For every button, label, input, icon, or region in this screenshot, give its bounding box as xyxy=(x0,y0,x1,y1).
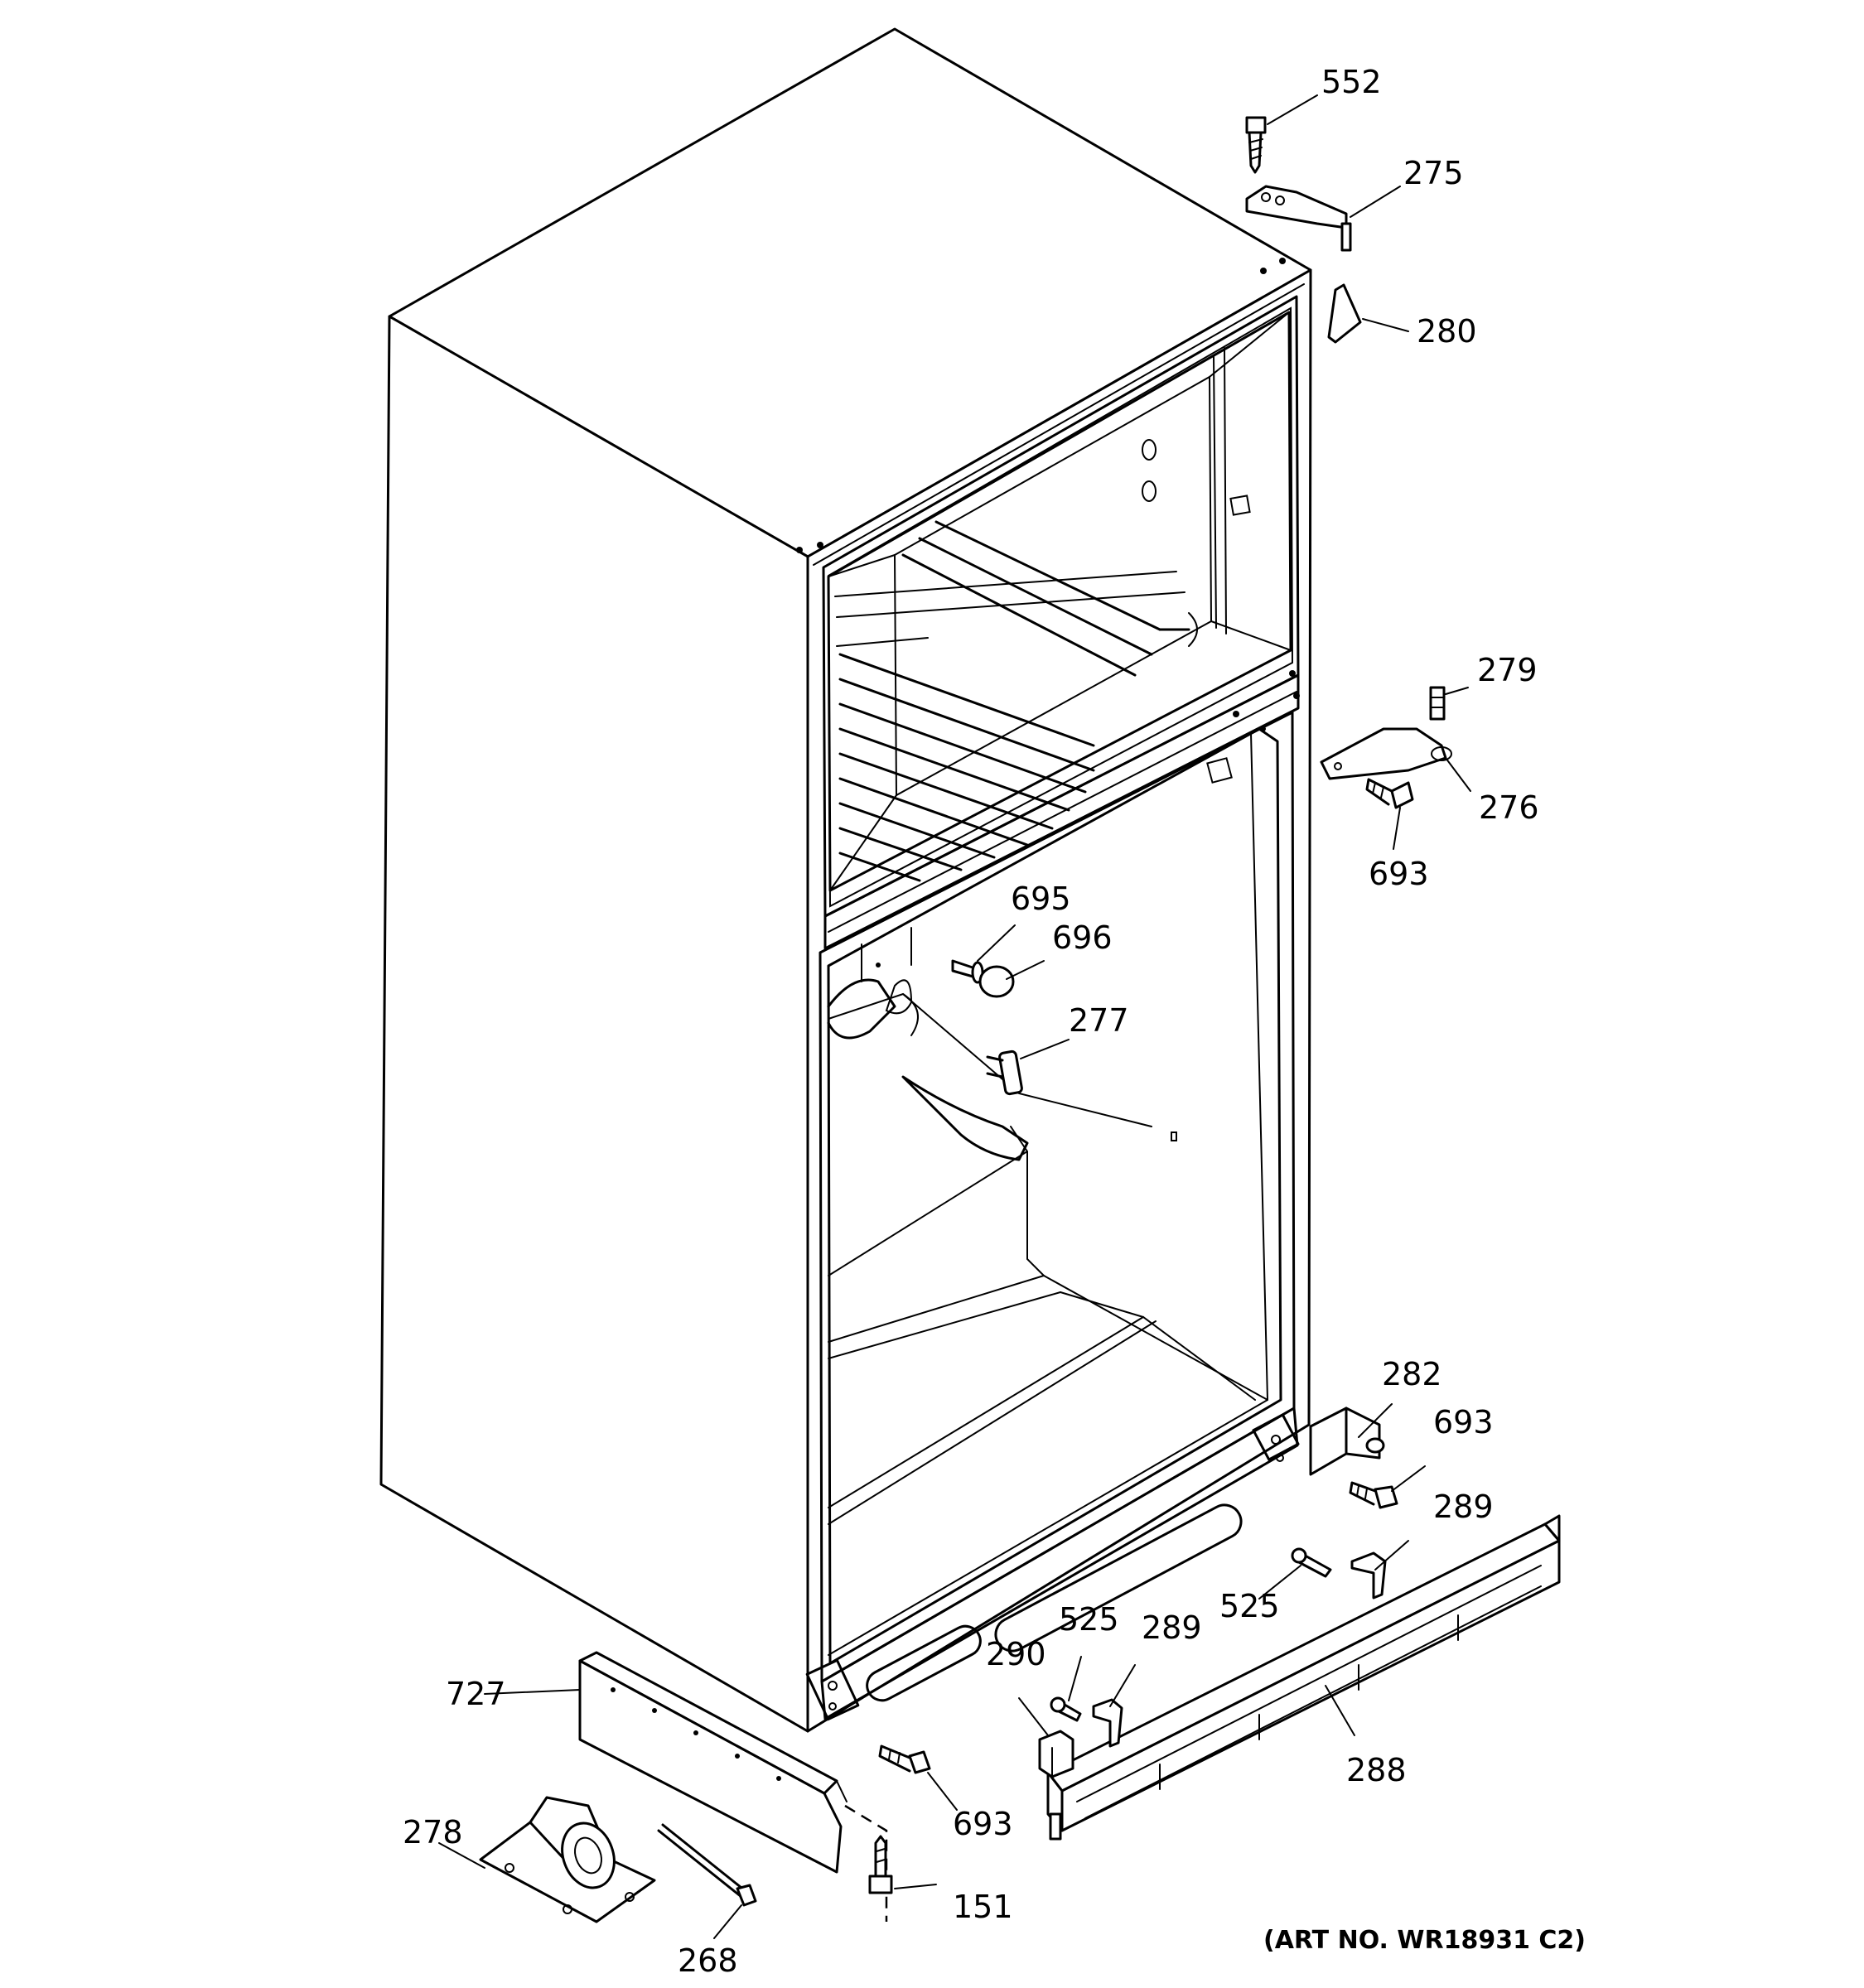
callout-525-left: 525 xyxy=(1059,1601,1119,1638)
part-280-shim xyxy=(1327,283,1362,344)
callout-275: 275 xyxy=(1403,155,1464,191)
callout-151: 151 xyxy=(953,1889,1013,1925)
callout-693-right: 693 xyxy=(1433,1404,1494,1440)
cabinet xyxy=(379,27,1312,1733)
callout-288: 288 xyxy=(1346,1752,1407,1788)
part-289-clip-right xyxy=(1350,1551,1387,1600)
callout-525-right: 525 xyxy=(1219,1588,1280,1624)
callout-727: 727 xyxy=(446,1676,506,1712)
callout-277: 277 xyxy=(1069,1002,1129,1039)
art-number: (ART NO. WR18931 C2) xyxy=(1263,1926,1586,1955)
part-282-bottom-hinge xyxy=(1309,1407,1385,1476)
callout-279: 279 xyxy=(1477,652,1538,688)
part-290-clip xyxy=(1038,1730,1074,1778)
callout-289-right: 289 xyxy=(1433,1489,1494,1525)
callout-280: 280 xyxy=(1417,313,1477,350)
part-275-top-hinge xyxy=(1245,185,1352,252)
freezer-shelf-ribs xyxy=(834,520,1198,882)
part-525-screw-right xyxy=(1291,1547,1332,1578)
part-727-kickplate xyxy=(578,1651,847,1874)
part-288-grille xyxy=(1046,1514,1561,1841)
part-525-screw-left xyxy=(1050,1696,1082,1722)
leader-lines xyxy=(438,94,1471,1939)
part-696-plug xyxy=(978,965,1015,998)
callout-695: 695 xyxy=(1011,881,1071,917)
part-277-bracket xyxy=(986,1049,1023,1096)
part-552-screw xyxy=(1245,116,1267,174)
callout-labels: 552 275 280 279 276 693 695 696 277 282 … xyxy=(403,64,1539,1979)
callout-696: 696 xyxy=(1052,919,1113,956)
part-693-screw-lower xyxy=(878,1744,931,1774)
callout-693-upper: 693 xyxy=(1369,856,1429,892)
callout-693-lower: 693 xyxy=(953,1806,1013,1842)
part-279-hinge-pin xyxy=(1429,686,1446,721)
part-151-screw xyxy=(868,1835,893,1894)
callout-268: 268 xyxy=(678,1942,738,1979)
part-276-center-hinge xyxy=(1320,727,1452,780)
callout-290: 290 xyxy=(986,1636,1046,1672)
callout-278: 278 xyxy=(403,1814,463,1850)
part-268-rod xyxy=(657,1823,757,1907)
part-693-screw-right xyxy=(1349,1481,1398,1509)
part-289-clip-left xyxy=(1092,1698,1123,1748)
callout-289-left: 289 xyxy=(1142,1609,1202,1646)
callout-552: 552 xyxy=(1321,64,1382,100)
part-278-roller-assembly xyxy=(479,1796,656,1923)
callout-282: 282 xyxy=(1382,1356,1442,1392)
part-693-screw-upper xyxy=(1365,778,1414,809)
callout-276: 276 xyxy=(1479,789,1539,826)
